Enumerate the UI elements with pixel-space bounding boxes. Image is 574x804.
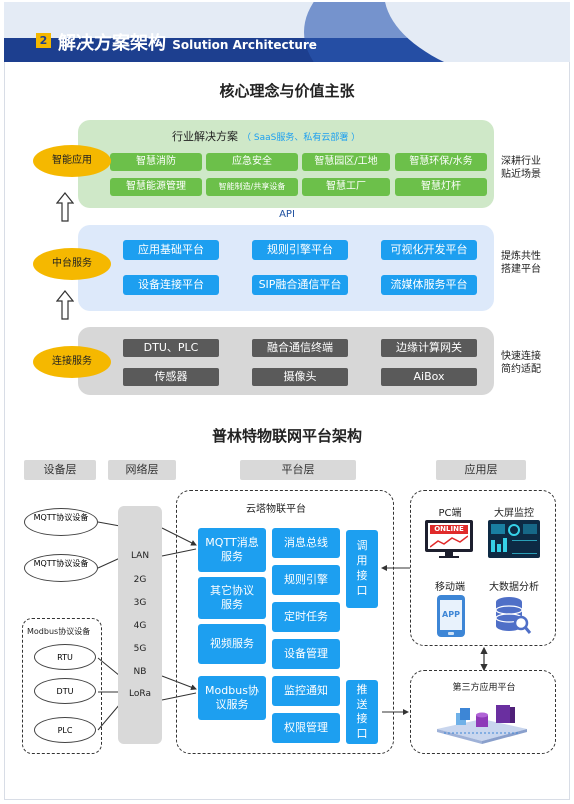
layer-platform: 平台层 <box>240 460 356 480</box>
device-mqtt: MQTT协议设备 <box>24 554 98 582</box>
call-api: 调用接口 <box>346 530 378 608</box>
industry-item: 智慧能源管理 <box>110 178 202 196</box>
connect-item: DTU、PLC <box>123 339 219 357</box>
database-analysis-icon <box>495 597 532 634</box>
middle-item: 应用基础平台 <box>123 240 219 260</box>
network-item: 3G <box>133 598 147 608</box>
side-line: 提炼共性 <box>501 251 541 262</box>
api-label: API <box>279 209 295 220</box>
pc-monitor-icon: ONLINE <box>425 520 473 558</box>
up-arrow-icon <box>56 290 74 320</box>
app-mobile-label: 移动端 <box>435 582 465 593</box>
scheduled-tasks: 定时任务 <box>272 602 340 632</box>
side-line: 深耕行业 <box>501 156 541 167</box>
layer-network: 网络层 <box>108 460 176 480</box>
video-service: 视频服务 <box>198 624 266 664</box>
push-api: 推送接口 <box>346 680 378 744</box>
application-box <box>410 490 556 646</box>
side-line: 简约适配 <box>501 364 541 375</box>
industry-title: 行业解决方案 （ SaaS服务、私有云部署 ） <box>172 128 360 144</box>
middle-side-note: 提炼共性搭建平台 <box>501 250 541 276</box>
connect-side-note: 快速连接简约适配 <box>501 350 541 376</box>
network-item: 5G <box>133 644 147 654</box>
connect-item: 摄像头 <box>252 368 348 386</box>
connect-item: 传感器 <box>123 368 219 386</box>
device-dtu: DTU <box>34 678 96 704</box>
middle-item: 可视化开发平台 <box>381 240 477 260</box>
tag-smart-apps: 智能应用 <box>33 145 111 177</box>
middle-item: 流媒体服务平台 <box>381 275 477 295</box>
monitor-notify: 监控通知 <box>272 676 340 706</box>
pc-online-badge: ONLINE <box>430 525 468 534</box>
big-screen-dashboard-icon <box>488 520 540 558</box>
network-item: LoRa <box>129 689 151 699</box>
rule-engine: 规则引擎 <box>272 565 340 595</box>
industry-item: 智慧园区/工地 <box>302 153 390 171</box>
middle-band <box>78 225 494 311</box>
connect-item: AiBox <box>381 368 477 386</box>
network-item: LAN <box>130 551 150 561</box>
app-pc-label: PC端 <box>438 508 462 519</box>
permission-management: 权限管理 <box>272 713 340 743</box>
section-title-cn: 解决方案架构 <box>58 33 166 54</box>
section-title-en: Solution Architecture <box>172 38 317 52</box>
middle-item: SIP融合通信平台 <box>252 275 348 295</box>
industry-title-text: 行业解决方案 <box>172 130 238 143</box>
industry-item: 智慧工厂 <box>302 178 390 196</box>
device-mqtt: MQTT协议设备 <box>24 508 98 536</box>
connect-item: 融合通信终端 <box>252 339 348 357</box>
up-arrow-icon <box>56 192 74 222</box>
industry-subtitle: （ SaaS服务、私有云部署 ） <box>242 133 361 143</box>
middle-item: 设备连接平台 <box>123 275 219 295</box>
network-column <box>118 506 162 744</box>
side-line: 快速连接 <box>501 351 541 362</box>
network-item: NB <box>133 667 147 677</box>
cloud-platform-box <box>176 490 394 754</box>
network-item: 2G <box>133 575 147 585</box>
cloud-platform-title: 云塔物联平台 <box>246 504 306 515</box>
connect-item: 边缘计算网关 <box>381 339 477 357</box>
modbus-group <box>22 618 102 754</box>
app-bigscreen-label: 大屏监控 <box>494 508 534 519</box>
industry-item: 智慧环保/水务 <box>395 153 487 171</box>
mobile-app-label: APP <box>440 600 462 630</box>
concept-title: 核心理念与价值主张 <box>219 82 355 100</box>
mqtt-service: MQTT消息服务 <box>198 528 266 572</box>
tag-middle-service: 中台服务 <box>33 248 111 280</box>
third-party-box <box>410 670 556 754</box>
device-management: 设备管理 <box>272 639 340 669</box>
section-number-badge: 2 <box>36 33 51 48</box>
side-line: 贴近场景 <box>501 169 541 180</box>
industry-item: 智能制造/共享设备 <box>206 178 298 196</box>
middle-item: 规则引擎平台 <box>252 240 348 260</box>
modbus-service: Modbus协议服务 <box>198 676 266 720</box>
third-party-title: 第三方应用平台 <box>452 683 516 693</box>
message-bus: 消息总线 <box>272 528 340 558</box>
mobile-phone-icon: APP <box>437 595 465 637</box>
side-line: 搭建平台 <box>501 264 541 275</box>
industry-item: 智慧灯杆 <box>395 178 487 196</box>
third-party-platform-icon <box>437 705 527 744</box>
industry-item: 应急安全 <box>206 153 298 171</box>
layer-application: 应用层 <box>436 460 526 480</box>
device-rtu: RTU <box>34 644 96 670</box>
platform-title: 普林特物联网平台架构 <box>211 427 362 445</box>
other-protocol-service: 其它协议服务 <box>198 577 266 619</box>
section-title: 解决方案架构 Solution Architecture <box>58 29 317 55</box>
industry-item: 智慧消防 <box>110 153 202 171</box>
device-plc: PLC <box>34 717 96 743</box>
app-bigdata-label: 大数据分析 <box>489 582 539 593</box>
industry-side-note: 深耕行业贴近场景 <box>501 155 541 181</box>
modbus-group-label: Modbus协议设备 <box>27 627 91 636</box>
layer-device: 设备层 <box>24 460 96 480</box>
tag-connect-service: 连接服务 <box>33 346 111 378</box>
network-item: 4G <box>133 621 147 631</box>
section-header <box>4 2 570 62</box>
